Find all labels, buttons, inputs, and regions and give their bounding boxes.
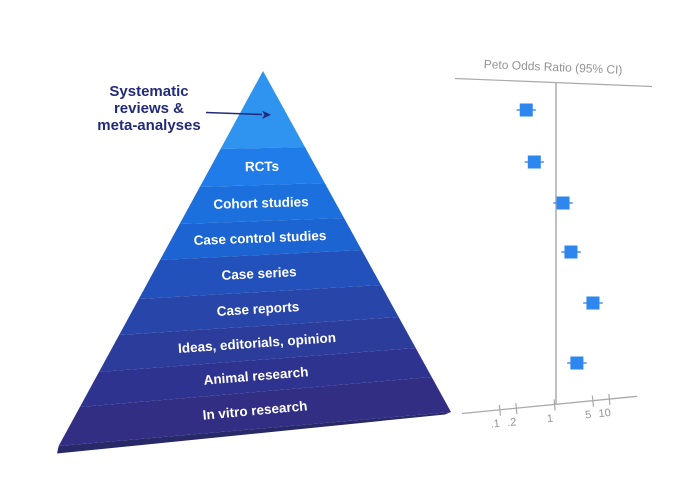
band-label-case-control-studies: Case control studies <box>193 228 326 248</box>
pyramid-band-case-series <box>138 250 381 299</box>
forest-plot-title: Peto Odds Ratio (95% CI) <box>484 57 623 77</box>
pyramid-band-in-vitro-research <box>58 377 451 446</box>
annotation-line: Systematic <box>109 83 188 100</box>
x-axis-tick <box>553 399 556 411</box>
band-label-rcts: RCTs <box>245 159 280 175</box>
forest-point-2 <box>527 155 541 169</box>
pyramid-band-rcts <box>199 147 325 187</box>
pyramid-band-case-control-studies <box>159 218 362 260</box>
forest-point-1 <box>519 103 533 117</box>
x-axis-tick-label: 5 <box>585 409 592 422</box>
pyramid-band-ideas-editorials-opinion <box>98 317 416 372</box>
forest-plot: Peto Odds Ratio (95% CI) .1 .2 1 5 10 <box>454 57 653 431</box>
band-label-case-reports: Case reports <box>216 299 299 319</box>
plot-title-underline <box>454 77 653 88</box>
pyramid-band-cohort-studies <box>179 183 345 224</box>
x-axis-tick <box>515 403 518 415</box>
band-label-case-series: Case series <box>221 264 297 283</box>
pyramid-band-systematic-reviews <box>220 71 305 149</box>
x-axis-tick <box>498 404 502 416</box>
pyramid-band-case-reports <box>119 285 399 335</box>
evidence-pyramid <box>57 71 451 454</box>
x-axis-tick <box>608 394 611 406</box>
x-axis-tick-label: 10 <box>598 407 611 420</box>
x-axis-line <box>461 395 638 415</box>
annotation-arrow <box>205 111 263 116</box>
forest-plot-points <box>516 103 603 370</box>
forest-point-6 <box>570 356 584 370</box>
x-axis-tick-label: 1 <box>546 413 553 426</box>
x-axis-tick-label: .2 <box>507 416 517 429</box>
band-label-cohort-studies: Cohort studies <box>213 194 309 212</box>
forest-point-3 <box>556 196 570 210</box>
forest-point-5 <box>586 296 600 310</box>
pyramid-band-animal-research <box>79 348 432 407</box>
x-axis-tick-label: .1 <box>490 418 500 431</box>
annotation-line: reviews & <box>114 100 184 117</box>
x-axis-tick <box>591 395 595 407</box>
arrow-head-icon <box>262 110 271 119</box>
pyramid-base-bevel <box>57 412 451 454</box>
x-axis: .1 .2 1 5 10 <box>461 394 638 431</box>
annotation-line: meta-analyses <box>97 117 200 134</box>
forest-point-4 <box>564 245 578 259</box>
